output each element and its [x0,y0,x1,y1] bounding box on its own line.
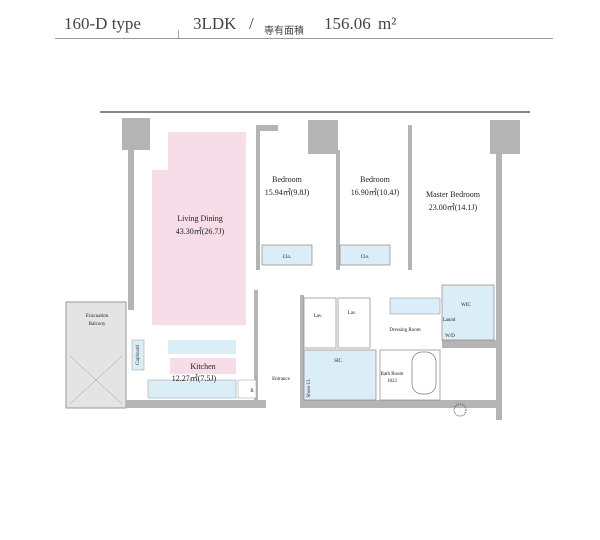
room-label: 12.27㎡(7.5J) [172,374,217,383]
area-unit: m² [378,14,397,33]
closet-2 [339,244,391,266]
room-label: WIC [461,303,471,308]
bathtub [411,351,437,395]
unit-layout: 3LDK [193,14,237,33]
room-label: SIC [334,359,342,364]
room-label: R [250,389,254,394]
room-label: Master Bedroom [426,190,481,199]
room-label: Bedroom [272,175,303,184]
area-value: 156.06 [324,14,371,33]
room-label: Laund [443,318,456,323]
room-label: Clo. [361,255,369,260]
wic [441,284,495,341]
room-label: Shoes Cl. [307,378,312,397]
room-label: Balcony [89,322,106,327]
room-label: Clo. [283,255,291,260]
room-label: Kitchen [190,362,215,371]
room-label: 16.90㎡(10.4J) [351,188,400,197]
room-label: Dressing Room [389,328,420,333]
room-label: Evacuation [86,314,109,319]
evacuation-balcony [65,301,127,409]
unit-type: 160-D type [64,14,141,33]
walls [122,118,520,420]
compass-icon [453,403,467,417]
divider [178,30,179,38]
room-label: W/D [445,334,455,339]
closet-1 [261,244,313,266]
room-label: Living Dining [177,214,223,223]
room-label: Bath Room [381,372,404,377]
room-label: 1822 [387,379,398,384]
kitchen-counter [147,379,237,399]
room-label: 23.00㎡(14.1J) [429,203,478,212]
room-label: Cupboard [136,345,141,365]
separator: / [249,14,254,33]
room-label: Bedroom [360,175,391,184]
room-label: 43.30㎡(26.7J) [176,227,225,236]
room-label: 15.94㎡(9.8J) [265,188,310,197]
living-dining-area [152,132,246,325]
room-label: Lav. [348,311,357,316]
area-label: 専有面積 [264,26,304,37]
header-rule [55,38,553,39]
sic [303,349,377,401]
room-label: Entrance [272,377,291,382]
room-label: Lav. [314,314,323,319]
